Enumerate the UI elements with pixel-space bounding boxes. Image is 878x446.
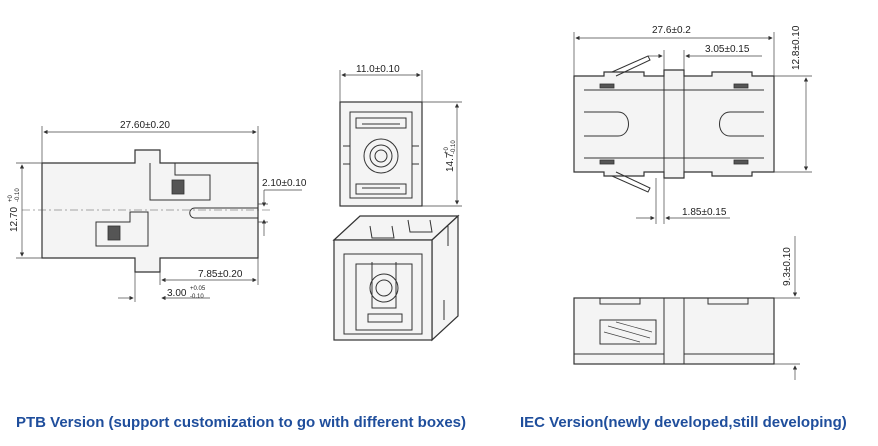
dim-front-height: 14.7 bbox=[445, 152, 456, 172]
dim-ptb-slot: 2.10±0.10 bbox=[262, 178, 307, 189]
technical-drawing: 27.60±0.20 12.70 +0 -0.10 2.10±0.10 7.85… bbox=[8, 25, 812, 380]
front-view: 11.0±0.10 14.7 +0 -0.10 bbox=[339, 64, 462, 207]
caption-iec-version: IEC Version(newly developed,still develo… bbox=[520, 414, 847, 431]
caption-ptb-version: PTB Version (support customization to go… bbox=[16, 414, 467, 431]
dim-ptb-flange-offset: 7.85±0.20 bbox=[198, 269, 243, 280]
ptb-side-view: 27.60±0.20 12.70 +0 -0.10 2.10±0.10 7.85… bbox=[8, 120, 307, 302]
dim-iec-length: 27.6±0.2 bbox=[652, 25, 691, 36]
latch-window-upper bbox=[171, 179, 185, 195]
dim-front-height-tol-lower: -0.10 bbox=[451, 140, 457, 154]
dim-ptb-flange-tol-lower: -0.10 bbox=[190, 294, 204, 300]
dim-ptb-length: 27.60±0.20 bbox=[120, 120, 170, 131]
iec-top-view: 27.6±0.2 3.05±0.15 12.8±0.10 1.85±0.15 bbox=[573, 25, 812, 224]
dim-ptb-height-tol-lower: -0.10 bbox=[15, 188, 21, 202]
dim-ptb-height-tol-upper: +0 bbox=[8, 194, 14, 202]
iec-side-view: 9.3±0.10 bbox=[573, 236, 800, 380]
iso-ferrule-bore bbox=[369, 273, 399, 303]
dim-ptb-height: 12.70 bbox=[9, 207, 20, 232]
dim-ptb-flange-tol-upper: +0.05 bbox=[190, 286, 206, 292]
dim-iec-clip: 3.05±0.15 bbox=[705, 44, 750, 55]
dim-ptb-flange-thickness: 3.00 bbox=[167, 288, 187, 299]
front-body bbox=[339, 101, 423, 207]
dim-front-height-tol-upper: +0 bbox=[444, 146, 450, 154]
latch-window-lower bbox=[107, 225, 121, 241]
iec-side-body bbox=[573, 297, 775, 365]
dim-iec-tab: 1.85±0.15 bbox=[682, 207, 727, 218]
iso-front-face bbox=[333, 239, 433, 341]
isometric-view bbox=[332, 214, 460, 342]
dim-front-width: 11.0±0.10 bbox=[356, 64, 400, 75]
dim-iec-height: 12.8±0.10 bbox=[791, 25, 802, 70]
front-ferrule-bore bbox=[363, 138, 399, 174]
dim-iec-side-height: 9.3±0.10 bbox=[782, 247, 793, 286]
